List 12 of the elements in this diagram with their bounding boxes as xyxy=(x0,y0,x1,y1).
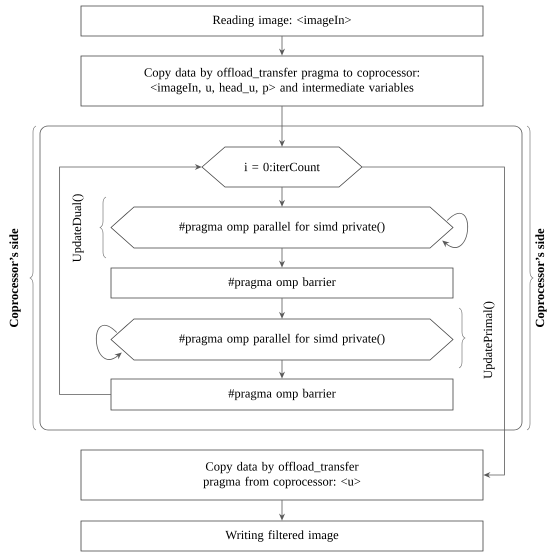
arrow xyxy=(362,166,505,478)
function-label: UpdateDual() xyxy=(72,194,84,262)
process-box: Writing filtered image xyxy=(80,520,484,552)
side-label: Coprocessor’s side xyxy=(9,228,21,327)
process-box: Copy data by offload_transfer pragma to coprocessor: <imageIn, u, head_u, p> and intermediate variables xyxy=(80,56,484,106)
process-box: #pragma omp barrier xyxy=(110,378,454,410)
process-box: #pragma omp barrier xyxy=(110,268,454,298)
function-label: UpdatePrimal() xyxy=(483,302,495,379)
process-box: Copy data by offload_transfer pragma from coprocessor: <u> xyxy=(80,450,484,500)
side-label: Coprocessor’s side xyxy=(535,228,547,327)
process-box: Reading image: <imageIn> xyxy=(80,6,484,36)
group-frame xyxy=(40,126,522,430)
